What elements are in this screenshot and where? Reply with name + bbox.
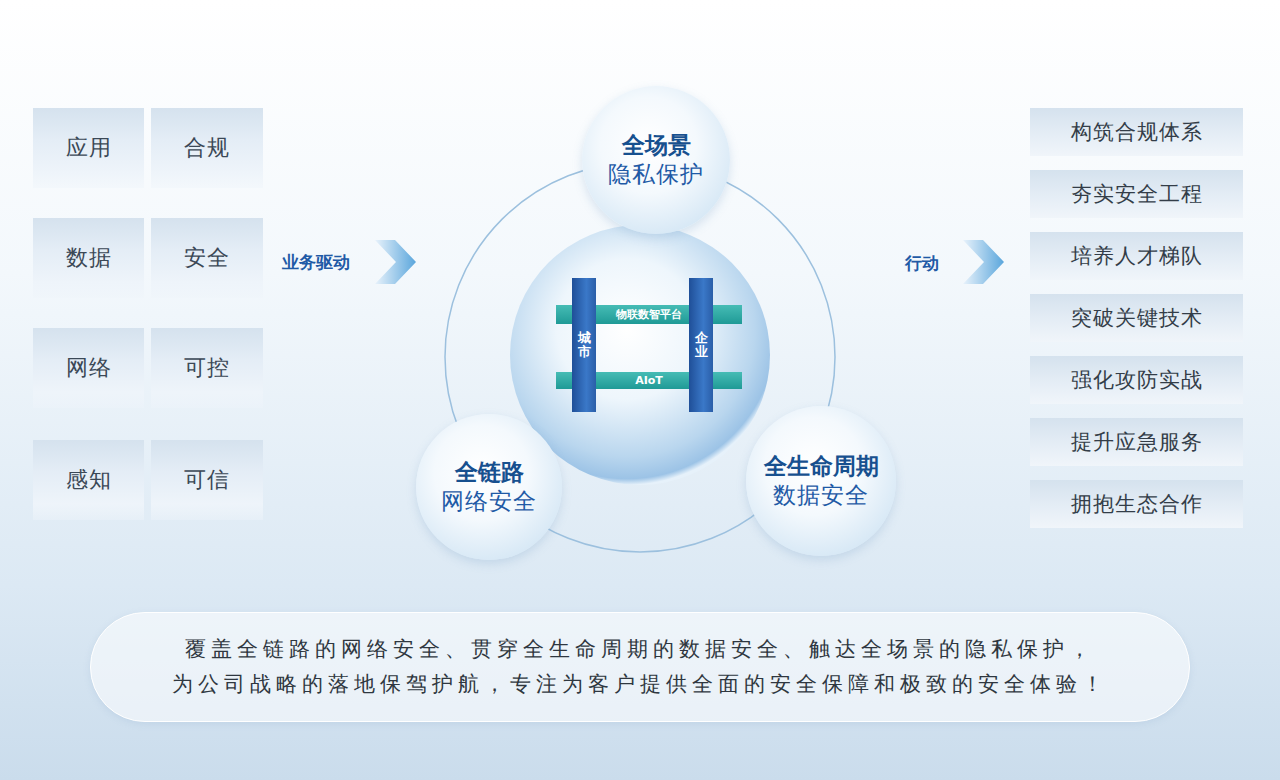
aspect-box: 数据 — [33, 218, 144, 298]
aspect-box: 应用 — [33, 108, 144, 188]
node-body: 网络安全 — [441, 487, 537, 516]
node-title: 强化攻防实战 — [1071, 366, 1203, 394]
action-box: 突破关键技术 — [1030, 294, 1243, 342]
node-title: 全场景 — [622, 131, 691, 160]
aspect-box: 合规 — [151, 108, 263, 188]
node-title: 培养人才梯队 — [1071, 242, 1203, 270]
node-title: 合规 — [184, 133, 230, 163]
pillar-circle: 全生命周期数据安全 — [746, 406, 896, 556]
action-box: 培养人才梯队 — [1030, 232, 1243, 280]
flow-label: 行动 — [905, 252, 939, 275]
action-box: 夯实安全工程 — [1030, 170, 1243, 218]
node-title: AIoT — [635, 374, 663, 387]
action-arrow — [963, 240, 1004, 284]
vertical-pillar: 城市 — [572, 278, 596, 412]
node-title: 企业 — [695, 331, 708, 360]
aspect-box: 感知 — [33, 440, 144, 520]
node-title: 数据 — [66, 243, 112, 273]
node-body: 隐私保护 — [608, 160, 704, 189]
node-body: 数据安全 — [773, 481, 869, 510]
action-box: 提升应急服务 — [1030, 418, 1243, 466]
node-title: 应用 — [66, 133, 112, 163]
aspect-box: 可控 — [151, 328, 263, 408]
node-title: 全链路 — [455, 458, 524, 487]
action-box: 构筑合规体系 — [1030, 108, 1243, 156]
pillar-circle: 全场景隐私保护 — [582, 86, 730, 234]
caption-box: 覆盖全链路的网络安全、贯穿全生命周期的数据安全、触达全场景的隐私保护， 为公司战… — [90, 612, 1190, 722]
node-title: 突破关键技术 — [1071, 304, 1203, 332]
node-title: 提升应急服务 — [1071, 428, 1203, 456]
node-title: 网络 — [66, 353, 112, 383]
node-title: 安全 — [184, 243, 230, 273]
caption-text: 覆盖全链路的网络安全、贯穿全生命周期的数据安全、触达全场景的隐私保护， 为公司战… — [140, 632, 1140, 701]
vertical-pillar: 企业 — [689, 278, 713, 412]
node-title: 城市 — [578, 331, 591, 360]
drive-arrow — [375, 240, 416, 284]
node-title: 构筑合规体系 — [1071, 118, 1203, 146]
node-title: 物联数智平台 — [616, 307, 682, 322]
action-box: 强化攻防实战 — [1030, 356, 1243, 404]
flow-label: 业务驱动 — [282, 251, 350, 274]
aspect-box: 网络 — [33, 328, 144, 408]
node-title: 可信 — [184, 465, 230, 495]
node-title: 夯实安全工程 — [1071, 180, 1203, 208]
aspect-box: 可信 — [151, 440, 263, 520]
node-title: 全生命周期 — [764, 452, 879, 481]
pillar-circle: 全链路网络安全 — [416, 414, 562, 560]
node-title: 拥抱生态合作 — [1071, 490, 1203, 518]
aspect-box: 安全 — [151, 218, 263, 298]
node-title: 可控 — [184, 353, 230, 383]
node-title: 感知 — [66, 465, 112, 495]
action-box: 拥抱生态合作 — [1030, 480, 1243, 528]
